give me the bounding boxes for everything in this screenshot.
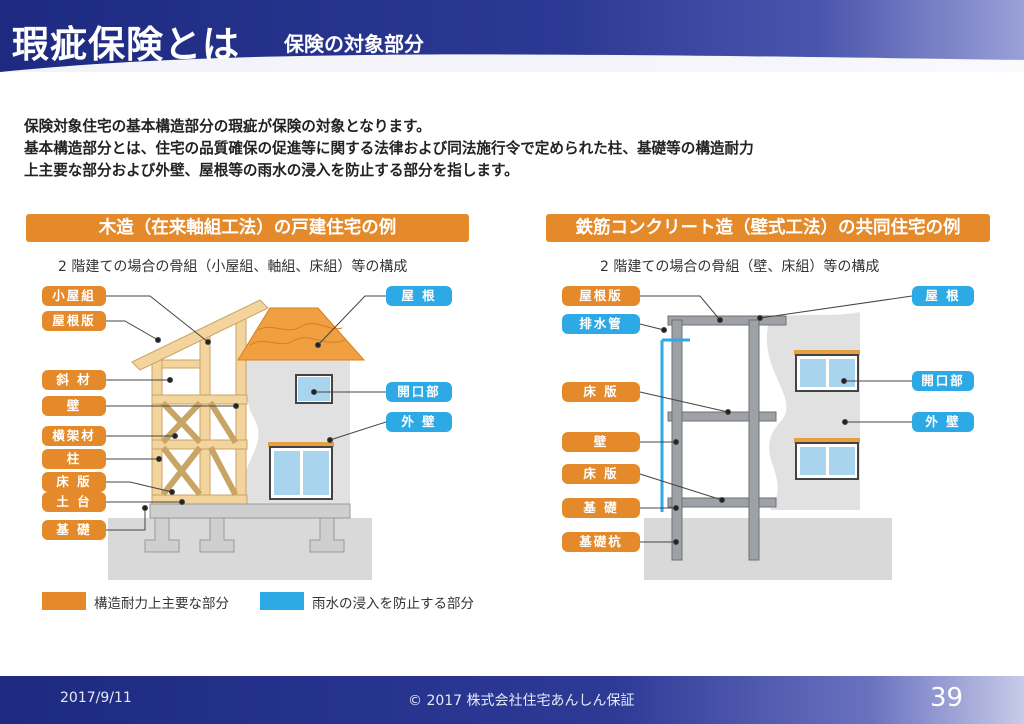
label-yanebann: 屋根版 (42, 311, 106, 331)
legend-structural-label: 構造耐力上主要な部分 (94, 596, 229, 612)
page-subtitle: 保険の対象部分 (284, 32, 424, 56)
label-rc-kabe: 壁 (562, 432, 640, 452)
intro-text: 保険対象住宅の基本構造部分の瑕疵が保険の対象となります。 基本構造部分とは、住宅… (24, 116, 1014, 182)
legend-rainwater-swatch (260, 592, 304, 610)
rc-building-illustration (639, 295, 913, 580)
label-rc-kisokui: 基礎杭 (562, 532, 640, 552)
label-okakazai: 横架材 (42, 426, 106, 446)
header-bar: 瑕疵保険とは 保険の対象部分 (0, 0, 1024, 72)
wooden-house-illustration (106, 295, 387, 580)
header-curve-decoration (0, 54, 1024, 72)
roof (237, 307, 366, 361)
footer-date: 2017/9/11 (60, 690, 132, 706)
label-rc-yaneban: 屋根版 (562, 286, 640, 306)
label-hashira: 柱 (42, 449, 106, 469)
label-rc-yukaban-lower: 床 版 (562, 464, 640, 484)
label-rc-haisuikan: 排水管 (562, 314, 640, 334)
intro-line-1: 保険対象住宅の基本構造部分の瑕疵が保険の対象となります。 (24, 118, 431, 135)
left-panel-title: 木造（在来軸組工法）の戸建住宅の例 (26, 214, 469, 242)
label-rc-kiso: 基 礎 (562, 498, 640, 518)
intro-line-2: 基本構造部分とは、住宅の品質確保の促進等に関する法律および同法施行令で定められた… (24, 140, 754, 157)
page-number: 39 (930, 683, 964, 713)
footer-bar: 2017/9/11 © 2017 株式会社住宅あんしん保証 39 (0, 676, 1024, 724)
label-yukaban: 床 版 (42, 472, 106, 492)
right-panel-title: 鉄筋コンクリート造（壁式工法）の共同住宅の例 (546, 214, 990, 242)
label-gaiheki: 外 壁 (386, 412, 452, 432)
label-rc-kaikoubu: 開口部 (912, 371, 974, 391)
label-shazai: 斜 材 (42, 370, 106, 390)
legend-rainwater-label: 雨水の浸入を防止する部分 (312, 596, 474, 612)
label-rc-yukaban-upper: 床 版 (562, 382, 640, 402)
label-rc-gaiheki: 外 壁 (912, 412, 974, 432)
legend-structural-swatch (42, 592, 86, 610)
label-dodai: 土 台 (42, 492, 106, 512)
label-yane: 屋 根 (386, 286, 452, 306)
label-kiso: 基 礎 (42, 520, 106, 540)
intro-line-3: 上主要な部分および外壁、屋根等の雨水の浸入を防止する部分を指します。 (24, 162, 519, 179)
page-title: 瑕疵保険とは (12, 23, 240, 66)
left-panel-subtitle: 2 階建ての場合の骨組（小屋組、軸組、床組）等の構成 (58, 259, 408, 275)
label-koyagumi: 小屋組 (42, 286, 106, 306)
exterior-wall-rc (766, 312, 860, 510)
label-kaikoubu: 開口部 (386, 382, 452, 402)
footer-copyright: © 2017 株式会社住宅あんしん保証 (408, 693, 635, 709)
label-kabe: 壁 (42, 396, 106, 416)
right-panel-subtitle: 2 階建ての場合の骨組（壁、床組）等の構成 (600, 259, 880, 275)
diagram-illustration (106, 295, 913, 580)
label-rc-yane: 屋 根 (912, 286, 974, 306)
ground-rc (644, 518, 892, 580)
